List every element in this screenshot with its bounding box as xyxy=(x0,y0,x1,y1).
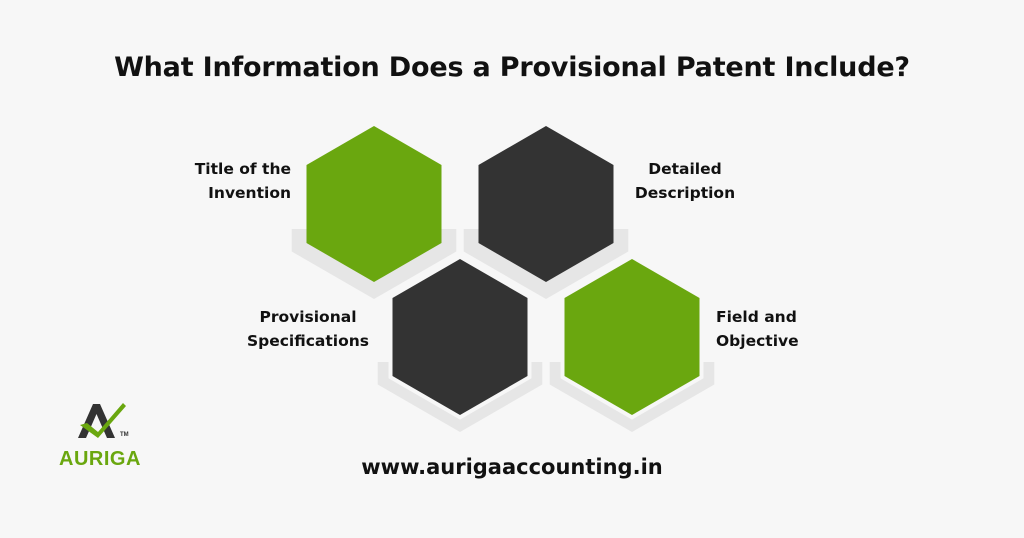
label-title-of-invention: Title of the Invention xyxy=(195,157,291,205)
page-title: What Information Does a Provisional Pate… xyxy=(114,52,910,83)
label-line: Invention xyxy=(208,184,291,202)
label-line: Field and xyxy=(716,308,797,326)
a-checkmark-logo-icon: TM xyxy=(78,403,129,438)
hexagon-detailed-description xyxy=(478,126,614,282)
label-line: Title of the xyxy=(194,160,291,178)
label-line: Detailed xyxy=(648,160,722,178)
label-line: Specifications xyxy=(246,332,370,350)
hexagon-field-and-objective-fill xyxy=(564,259,700,415)
auriga-logo: TM AURIGA xyxy=(50,398,160,478)
label-detailed-description: Detailed Description xyxy=(625,157,745,205)
hexagon-provisional-specifications-fill xyxy=(392,259,528,415)
trademark-symbol: TM xyxy=(120,432,129,438)
website-url: www.aurigaaccounting.in xyxy=(361,455,663,479)
logo-wordmark: AURIGA xyxy=(59,448,141,470)
label-line: Objective xyxy=(716,332,799,350)
label-line: Description xyxy=(634,184,736,202)
hexagon-title-of-invention xyxy=(306,126,442,282)
label-provisional-specifications: Provisional Specifications xyxy=(238,305,378,353)
label-line: Provisional xyxy=(259,308,357,326)
label-field-and-objective: Field and Objective xyxy=(716,305,799,353)
